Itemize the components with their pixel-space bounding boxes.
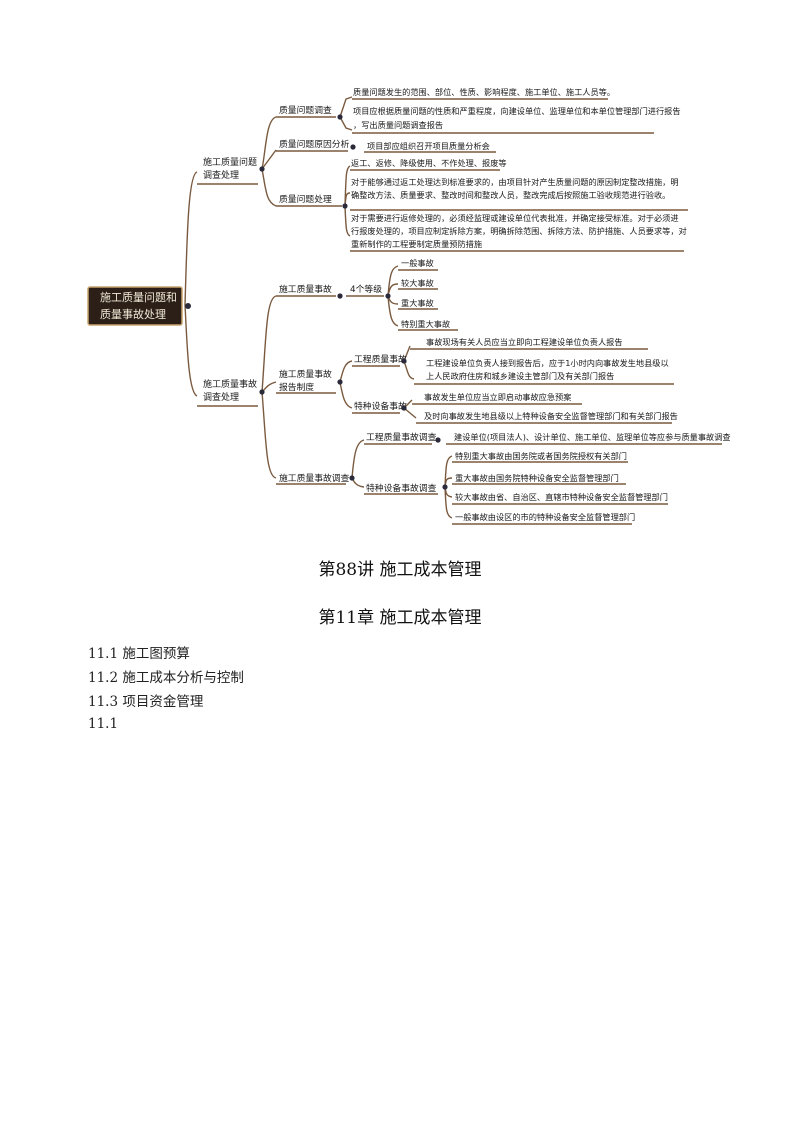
handling-methods: 返工、返修、降级使用、不作处理、报废等 bbox=[351, 158, 507, 168]
four-levels: 4个等级 bbox=[350, 283, 382, 295]
chapter-title: 第11章 施工成本管理 bbox=[318, 608, 482, 628]
toc-item: 11.1 施工图预算 bbox=[88, 646, 190, 662]
node-problem-handling: 质量问题处理 bbox=[279, 193, 332, 205]
lecture-title: 第88讲 施工成本管理 bbox=[318, 560, 482, 580]
node-engineering-investigation: 工程质量事故调查 bbox=[366, 431, 437, 443]
root-label: 施工质量问题和质量事故处理 bbox=[100, 291, 177, 321]
branch-quality-problem: 施工质量问题调查处理 质量问题调查 质量问题发生的范围、部位、性质、影响程度、施… bbox=[197, 87, 688, 252]
node-equipment-investigation: 特种设备事故调查 bbox=[366, 482, 437, 494]
level-especially-major: 特别重大事故 bbox=[401, 319, 450, 329]
cause-analysis-meeting: 项目部应组织召开项目质量分析会 bbox=[367, 141, 490, 151]
node-engineering-accident: 工程质量事故 bbox=[354, 353, 407, 365]
node-report-system: 施工质量事故报告制度 bbox=[279, 368, 332, 393]
problem-investigation-report: 项目应根据质量问题的性质和严重程度，向建设单位、监理单位和本单位管理部门进行报告… bbox=[353, 106, 681, 130]
node-quality-accident: 施工质量事故 bbox=[279, 283, 332, 295]
branch-quality-problem-label: 施工质量问题调查处理 bbox=[203, 156, 257, 181]
node-accident-investigation: 施工质量事故调查 bbox=[279, 472, 350, 484]
handling-repair-scrap: 对于需要进行返修处理的，必须经监理或建设单位代表批准，并确定接受标准。对于必须进… bbox=[351, 213, 687, 249]
investigation-especially-major: 特别重大事故由国务院或者国务院授权有关部门 bbox=[455, 451, 627, 461]
report-onsite: 事故现场有关人员应当立即向工程建设单位负责人报告 bbox=[426, 337, 623, 347]
branch-quality-accident-label: 施工质量事故调查处理 bbox=[203, 378, 257, 403]
investigation-major: 重大事故由国务院特种设备安全监督管理部门 bbox=[455, 473, 619, 483]
level-larger: 较大事故 bbox=[401, 278, 434, 288]
level-general: 一般事故 bbox=[401, 258, 434, 268]
report-emergency-plan: 事故发生单位应当立即启动事故应急预案 bbox=[424, 392, 571, 402]
toc-item: 11.2 施工成本分析与控制 bbox=[88, 670, 244, 686]
problem-investigation-scope: 质量问题发生的范围、部位、性质、影响程度、施工单位、施工人员等。 bbox=[353, 87, 615, 97]
root-node: 施工质量问题和质量事故处理 bbox=[87, 286, 191, 326]
level-major: 重大事故 bbox=[401, 298, 434, 308]
node-problem-investigation: 质量问题调查 bbox=[279, 104, 332, 116]
section-start: 11.1 bbox=[88, 716, 119, 732]
handling-rework: 对于能够通过返工处理达到标准要求的，由项目针对产生质量问题的原因制定整改措施，明… bbox=[351, 177, 679, 200]
investigation-larger: 较大事故由省、自治区、直辖市特种设备安全监督管理部门 bbox=[455, 492, 668, 502]
toc-item: 11.3 项目资金管理 bbox=[88, 694, 204, 710]
node-cause-analysis: 质量问题原因分析 bbox=[279, 138, 350, 150]
investigation-participants: 建设单位(项目法人)、设计单位、施工单位、监理单位等应参与质量事故调查 bbox=[454, 432, 731, 442]
branch-quality-accident: 施工质量事故调查处理 施工质量事故 4个等级 一般事故 较大事故 重大事故 特别… bbox=[197, 258, 731, 525]
report-within-hour: 工程建设单位负责人接到报告后，应于1小时内向事故发生地县级以上人民政府住房和城乡… bbox=[426, 358, 669, 381]
mind-map: 施工质量问题和质量事故处理 施工质量问题调查处理 质量问题调查 质量问题发生的范… bbox=[87, 87, 731, 525]
node-special-equipment-accident: 特种设备事故 bbox=[354, 400, 407, 412]
investigation-general: 一般事故由设区的市的特种设备安全监督管理部门 bbox=[455, 512, 635, 522]
report-county-department: 及时向事故发生地县级以上特种设备安全监督管理部门和有关部门报告 bbox=[424, 411, 678, 421]
